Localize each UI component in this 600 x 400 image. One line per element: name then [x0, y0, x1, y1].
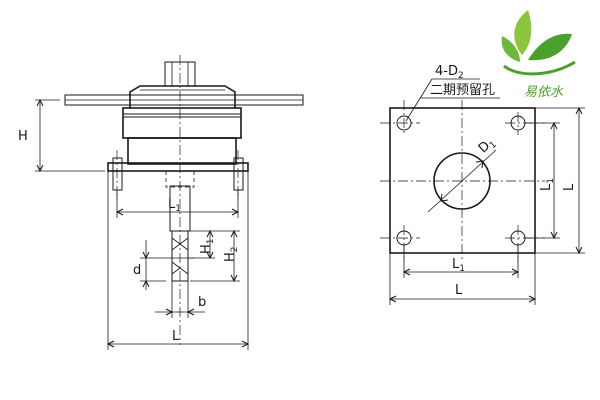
anchor-bolt-right: [233, 157, 244, 191]
dim-d-label: d: [133, 263, 141, 278]
dim-D1-label: D1: [476, 135, 499, 158]
dim-b-label: b: [198, 295, 206, 310]
dim-D1: [427, 149, 497, 213]
rod-hatch: [171, 261, 189, 275]
reserved-hole-label: 二期预留孔: [430, 83, 495, 98]
dim-L-bottom-label: L: [455, 283, 463, 298]
dim-arrows: [165, 308, 195, 316]
dim-arrows: [106, 340, 250, 348]
dim-arrows: [575, 106, 583, 255]
dim-L1-bottom-label: L1: [452, 257, 465, 274]
leaf-icon: [501, 36, 520, 62]
reserved-hole-section: [165, 170, 195, 188]
brand-logo: 易依水: [501, 10, 576, 100]
brand-logo-text: 易依水: [524, 85, 564, 100]
base-plate-square: [389, 107, 536, 254]
dim-L1-label: L1: [168, 197, 181, 214]
bolt-hole-bottom-right: [505, 225, 545, 262]
dim-arrows: [402, 268, 520, 276]
lower-housing: [127, 137, 237, 165]
dim-L1-right-label: L1: [539, 178, 556, 191]
holes-label: 4-D2: [435, 64, 464, 81]
swoosh-icon: [503, 60, 576, 76]
front-view: H L1 d H1 H2 b L: [18, 55, 304, 350]
leaf-icon: [528, 33, 572, 61]
dim-arrows: [550, 121, 558, 240]
dim-arrows: [142, 251, 150, 288]
gear-housing: [122, 107, 242, 139]
bolt-hole-bottom-left: [380, 225, 420, 262]
dim-H1-label: H1: [199, 238, 216, 254]
hub: [129, 85, 236, 108]
dim-H2-label: H2: [223, 246, 240, 262]
leader-line: [405, 78, 433, 122]
dim-arrows: [388, 295, 537, 303]
base-plate: [107, 162, 249, 172]
dim-H-label: H: [18, 129, 28, 144]
rod-cross: [171, 237, 189, 251]
dim-arrows: [440, 160, 484, 202]
dim-L-right-label: L: [562, 183, 577, 191]
dim-L-label: L: [172, 329, 180, 344]
dim-arrows: [36, 98, 44, 173]
bolt-hole-top-left: [380, 100, 420, 135]
dim-arrows: [230, 229, 238, 283]
plan-view: D1 4-D2 二期预留孔 L1 L L1 L: [380, 64, 585, 305]
dim-arrows: [115, 208, 240, 216]
leaf-icon: [514, 10, 532, 55]
dim-arrows: [206, 229, 214, 260]
bolt-hole-top-right: [505, 112, 545, 135]
anchor-rod: [171, 230, 189, 282]
reserved-hole-circle: [433, 152, 491, 210]
anchor-bolt-left: [112, 157, 123, 191]
